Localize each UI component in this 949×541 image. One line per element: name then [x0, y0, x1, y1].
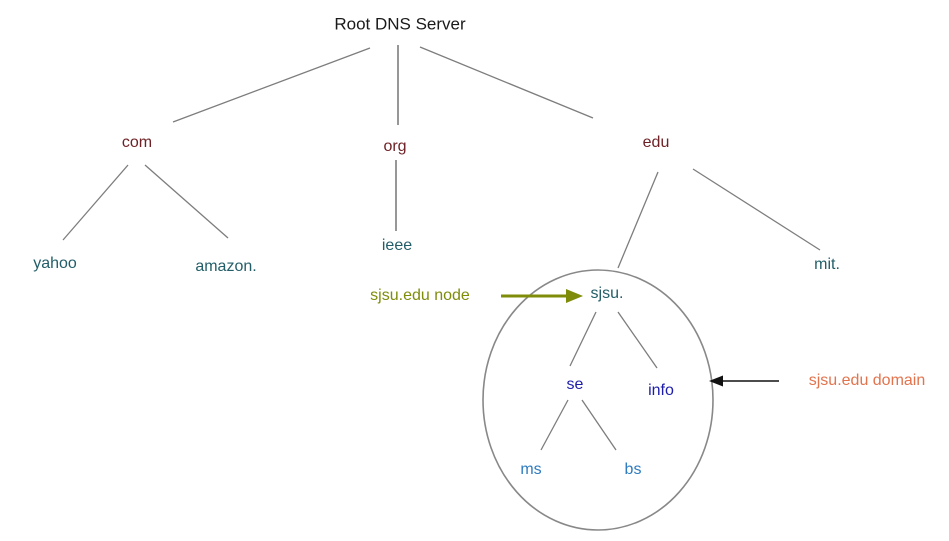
sjsu-domain-ellipse: [482, 269, 714, 531]
sjsu-edu-node-annotation: sjsu.edu node: [370, 287, 470, 304]
node-ieee: ieee: [381, 237, 413, 254]
node-yahoo: yahoo: [33, 255, 77, 272]
edge-com-yahoo: [62, 164, 129, 241]
node-mit: mit.: [814, 256, 840, 273]
node-bs: bs: [624, 461, 642, 478]
node-info: info: [648, 382, 674, 399]
node-se: se: [566, 376, 584, 393]
root-dns-server-label: Root DNS Server: [334, 14, 466, 34]
node-com: com: [121, 134, 153, 151]
edge-edu-mit: [692, 168, 821, 251]
node-ms: ms: [520, 461, 542, 478]
node-sjsu: sjsu.: [590, 285, 624, 302]
edge-se-bs: [581, 399, 617, 451]
edge-se-ms: [540, 399, 569, 451]
sjsu-edu-domain-annotation: sjsu.edu domain: [808, 372, 926, 389]
domain-pointer-arrow: [709, 375, 779, 387]
edge-sjsu-info: [617, 311, 658, 369]
edge-edu-sjsu: [617, 171, 659, 269]
edge-root-com: [172, 47, 371, 123]
node-pointer-arrow: [501, 289, 583, 303]
edge-root-edu: [419, 46, 594, 119]
node-edu: edu: [642, 134, 670, 151]
node-org: org: [383, 138, 407, 155]
edge-sjsu-se: [569, 311, 597, 367]
edge-com-amazon: [144, 164, 229, 239]
node-amazon: amazon.: [195, 258, 257, 275]
